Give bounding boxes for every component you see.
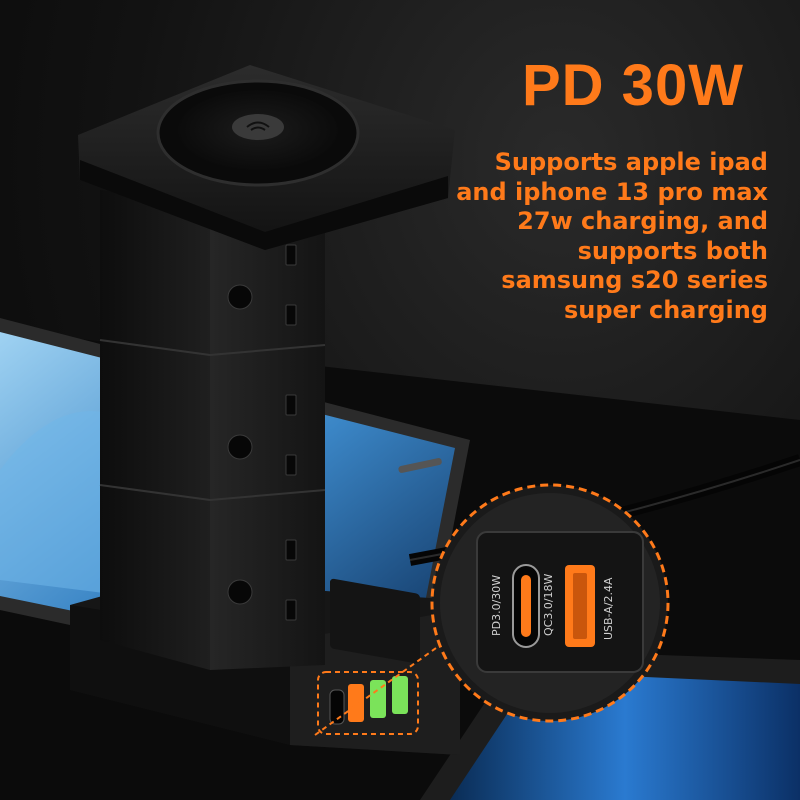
base-usb-a-orange-port [348,684,364,722]
callout-source-outline [317,671,419,735]
port-zoom-callout [430,483,670,723]
headline: PD 30W [522,53,744,118]
uk-socket-3 [227,539,297,621]
socket-tower [99,190,326,670]
description-line-1: Supports apple ipad [494,148,768,176]
description-line-3: 27w charging, and [517,207,768,235]
description-line-6: super charging [563,295,768,324]
usb-module-housing [330,578,420,664]
feature-description: Supports apple ipad and iphone 13 pro ma… [440,148,768,325]
uk-socket-1 [227,244,297,326]
base-usb-a-green-port-2 [392,676,408,714]
wireless-charging-top [78,65,455,250]
uk-socket-2 [227,394,297,476]
description-line-4: supports both [577,236,768,265]
description-line-2: and iphone 13 pro max [456,177,768,206]
base-usb-c-port [329,689,345,725]
description-line-5: samsung s20 series [501,266,768,294]
base-usb-a-green-port-1 [370,680,386,718]
